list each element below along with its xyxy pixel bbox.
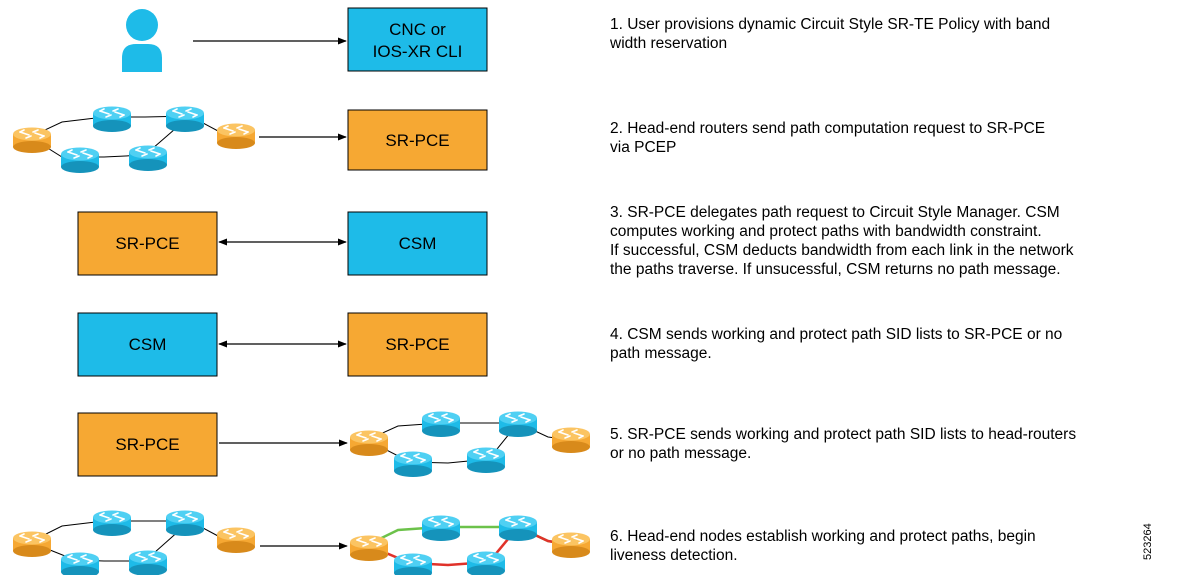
router-icon xyxy=(128,144,168,172)
router-network xyxy=(12,509,256,575)
srpce-box-row4: SR-PCE xyxy=(347,312,488,377)
cnc-box: CNC or IOS-XR CLI xyxy=(347,7,488,72)
step-line: liveness detection. xyxy=(610,547,738,564)
step-line: path message. xyxy=(610,345,712,362)
step-line: computes working and protect paths with … xyxy=(610,223,1042,240)
step-4-text: 4. CSM sends working and protect path SI… xyxy=(610,325,1170,363)
router-icon xyxy=(216,122,256,150)
router-icon xyxy=(128,549,168,575)
step-line: If successful, CSM deducts bandwidth fro… xyxy=(610,242,1074,259)
router-network xyxy=(349,410,591,478)
router-icon xyxy=(551,426,591,454)
router-icon xyxy=(466,446,506,474)
csm-box-row3: CSM xyxy=(347,211,488,276)
working-path xyxy=(366,525,573,547)
router-icon xyxy=(498,514,538,542)
step-line: the paths traverse. If unsucessful, CSM … xyxy=(610,261,1061,278)
router-icon xyxy=(216,526,256,554)
step-line: or no path message. xyxy=(610,445,752,462)
router-icon xyxy=(165,105,205,133)
router-icon xyxy=(498,410,538,438)
figure-id: 523264 xyxy=(1142,523,1154,560)
srpce-label: SR-PCE xyxy=(115,234,179,253)
step-line: 4. CSM sends working and protect path SI… xyxy=(610,326,1063,343)
srpce-box-row2: SR-PCE xyxy=(347,109,488,171)
csm-box-row4: CSM xyxy=(77,312,218,377)
cnc-label-line2: IOS-XR CLI xyxy=(373,42,463,61)
csm-label: CSM xyxy=(129,335,167,354)
step-line: 2. Head-end routers send path computatio… xyxy=(610,120,1046,137)
srpce-box-row5: SR-PCE xyxy=(77,412,218,477)
router-icon xyxy=(12,530,52,558)
router-icon xyxy=(349,429,389,457)
step-line: width reservation xyxy=(610,35,728,52)
router-icon xyxy=(92,509,132,537)
step-3-text: 3. SR-PCE delegates path request to Circ… xyxy=(610,203,1170,279)
router-icon xyxy=(421,514,461,542)
step-line: 1. User provisions dynamic Circuit Style… xyxy=(610,16,1051,33)
srpce-label: SR-PCE xyxy=(115,435,179,454)
router-icon xyxy=(466,550,506,575)
router-icon xyxy=(92,105,132,133)
router-icon xyxy=(393,552,433,575)
router-icon xyxy=(165,509,205,537)
router-icon xyxy=(60,146,100,174)
router-icon xyxy=(393,450,433,478)
step-line: 6. Head-end nodes establish working and … xyxy=(610,528,1036,545)
router-icon xyxy=(60,551,100,575)
cnc-label-line1: CNC or xyxy=(389,20,446,39)
step-5-text: 5. SR-PCE sends working and protect path… xyxy=(610,425,1170,463)
router-network xyxy=(12,105,256,174)
router-icon xyxy=(12,126,52,154)
router-icon xyxy=(421,410,461,438)
csm-label: CSM xyxy=(399,234,437,253)
user-icon xyxy=(122,9,162,72)
step-1-text: 1. User provisions dynamic Circuit Style… xyxy=(610,15,1170,53)
srpce-label: SR-PCE xyxy=(385,131,449,150)
router-icon xyxy=(349,534,389,562)
step-line: 3. SR-PCE delegates path request to Circ… xyxy=(610,204,1060,221)
step-line: 5. SR-PCE sends working and protect path… xyxy=(610,426,1077,443)
srpce-box-row3: SR-PCE xyxy=(77,211,218,276)
step-2-text: 2. Head-end routers send path computatio… xyxy=(610,119,1170,157)
step-6-text: 6. Head-end nodes establish working and … xyxy=(610,527,1170,565)
router-network-with-paths xyxy=(349,514,591,575)
srpce-label: SR-PCE xyxy=(385,335,449,354)
router-icon xyxy=(551,531,591,559)
step-line: via PCEP xyxy=(610,139,677,156)
